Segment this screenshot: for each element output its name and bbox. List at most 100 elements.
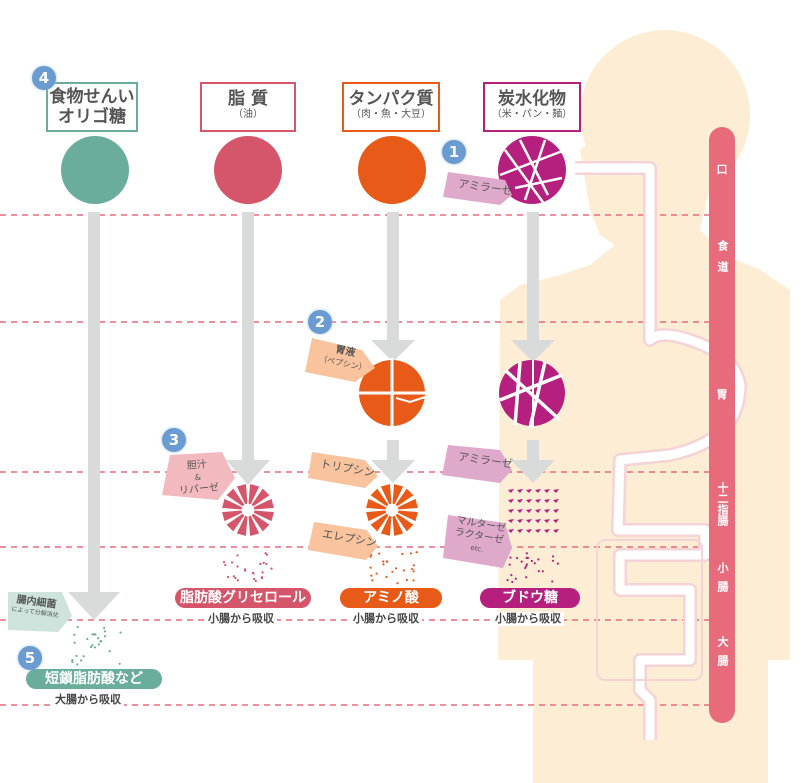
- step-badge-4: 4: [32, 66, 56, 90]
- organ-label-esophagus: 食道: [716, 240, 729, 282]
- header-protein-title: タンパク質: [348, 89, 434, 109]
- particle-dot: [382, 563, 385, 566]
- particle-dot: [73, 641, 76, 644]
- particle-dot: [369, 566, 372, 569]
- protein-circle: [358, 136, 426, 204]
- particle-dot: [260, 577, 264, 580]
- particle-dot: [525, 576, 528, 579]
- particle-dot: [375, 572, 378, 575]
- particle-dot: [93, 646, 97, 649]
- burst-segment: [248, 515, 260, 536]
- header-fat-title: 脂 質: [228, 89, 268, 109]
- sugar-fragment: [517, 509, 523, 513]
- arrow-carb-2: [511, 440, 555, 483]
- particle-dot: [537, 570, 540, 573]
- header-protein: タンパク質 （肉・魚・大豆）: [342, 82, 440, 132]
- result-carb: ブドウ糖: [480, 588, 580, 608]
- particle-dot: [261, 571, 264, 574]
- particle-dot: [382, 560, 385, 563]
- sugar-fragment: [526, 489, 532, 493]
- enzyme-tag-carb-duodenum: [442, 445, 512, 483]
- protein-stomach-circle: [356, 358, 431, 430]
- particle-dot: [525, 552, 528, 555]
- sugar-fragment: [553, 509, 559, 513]
- particle-dot: [80, 659, 83, 662]
- particle-dot: [412, 570, 415, 573]
- header-fiber-title-line2: オリゴ糖: [58, 107, 126, 127]
- sugar-fragment: [535, 529, 541, 533]
- burst-segment: [236, 515, 248, 536]
- protein-duodenum-starburst: [366, 484, 418, 536]
- sugar-fragment: [517, 499, 523, 503]
- particle-dot: [525, 563, 528, 566]
- header-protein-subtitle: （肉・魚・大豆）: [351, 109, 431, 120]
- sugar-fragment: [517, 489, 523, 493]
- particle-dot: [265, 553, 269, 556]
- particle-dot: [234, 576, 237, 580]
- carb-particles: [506, 552, 559, 584]
- protein-particles: [369, 551, 418, 585]
- organ-label-mouth: 口: [716, 163, 728, 176]
- burst-segment: [222, 498, 243, 510]
- fiber-particles: [71, 625, 122, 666]
- burst-segment: [397, 498, 418, 510]
- burst-segment: [395, 513, 414, 532]
- particle-dot: [108, 650, 111, 653]
- particle-dot: [243, 568, 247, 571]
- particle-dot: [92, 633, 95, 636]
- particle-dot: [525, 565, 528, 568]
- particle-dot: [378, 552, 381, 555]
- particle-dot: [371, 579, 374, 582]
- sugar-fragment: [553, 489, 559, 493]
- particle-dot: [232, 575, 235, 578]
- particle-dot: [526, 556, 529, 560]
- particle-dot: [394, 567, 398, 570]
- burst-segment: [248, 484, 260, 505]
- sugar-fragment: [526, 509, 532, 513]
- organ-label-large-intestine: 大腸: [716, 636, 729, 674]
- particle-dot: [103, 635, 107, 638]
- particle-dot: [520, 560, 523, 563]
- burst-segment: [226, 513, 245, 532]
- enzyme-tag-protein-small: [308, 522, 378, 560]
- burst-segment: [236, 484, 248, 505]
- particle-dot: [73, 633, 76, 636]
- particle-dot: [551, 555, 555, 558]
- particle-dot: [252, 572, 255, 575]
- organ-label-duodenum: 十二指腸: [716, 482, 729, 526]
- result-protein: アミノ酸: [340, 588, 442, 608]
- particle-dot: [89, 645, 93, 649]
- carb-duodenum-fragments: [508, 489, 559, 533]
- particle-dot: [412, 579, 415, 582]
- sugar-fragment: [508, 519, 514, 523]
- particle-dot: [530, 559, 533, 563]
- particle-dot: [411, 567, 414, 571]
- particle-dot: [508, 563, 511, 566]
- organ-label-stomach: 胃: [716, 388, 728, 401]
- sugar-fragment: [544, 509, 550, 513]
- step-badge-3: 3: [162, 428, 186, 452]
- arrow-carb-1: [511, 212, 555, 362]
- sugar-fragment: [526, 529, 532, 533]
- particle-dot: [551, 559, 555, 562]
- fiber-circle: [61, 136, 129, 204]
- burst-segment: [222, 510, 243, 522]
- fat-circle: [214, 136, 282, 204]
- particle-dot: [511, 580, 514, 584]
- burst-segment: [397, 510, 418, 522]
- particle-dot: [231, 561, 234, 564]
- sugar-fragment: [553, 529, 559, 533]
- particle-dot: [236, 579, 239, 582]
- digestive-tract-icon: [575, 161, 747, 740]
- particle-dot: [369, 555, 372, 558]
- arrow-protein-2: [371, 440, 415, 483]
- arrow-fiber: [68, 212, 120, 620]
- particle-dot: [254, 579, 257, 583]
- particle-dot: [506, 578, 509, 582]
- step-badge-2: 2: [308, 310, 332, 334]
- particle-dot: [405, 578, 408, 582]
- fat-duodenum-starburst: [222, 484, 274, 536]
- sugar-fragment: [526, 499, 532, 503]
- particle-dot: [264, 552, 267, 555]
